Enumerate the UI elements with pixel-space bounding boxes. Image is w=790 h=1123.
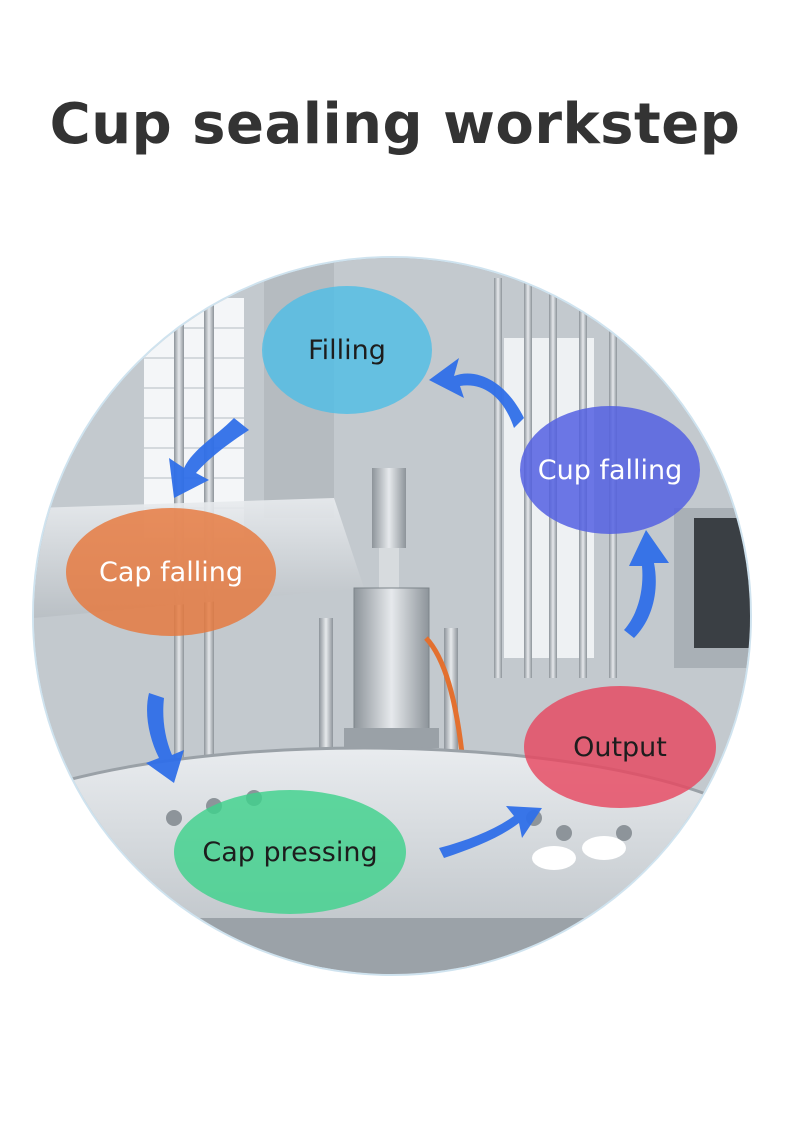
page-title: Cup sealing workstep [49, 92, 741, 157]
step-cap-falling: Cap falling [66, 508, 276, 636]
curved-arrow-icon [146, 358, 669, 858]
step-output: Output [524, 686, 716, 808]
step-cup-falling: Cup falling [520, 406, 700, 534]
step-filling: Filling [262, 286, 432, 414]
step-cap-pressing: Cap pressing [174, 790, 406, 914]
